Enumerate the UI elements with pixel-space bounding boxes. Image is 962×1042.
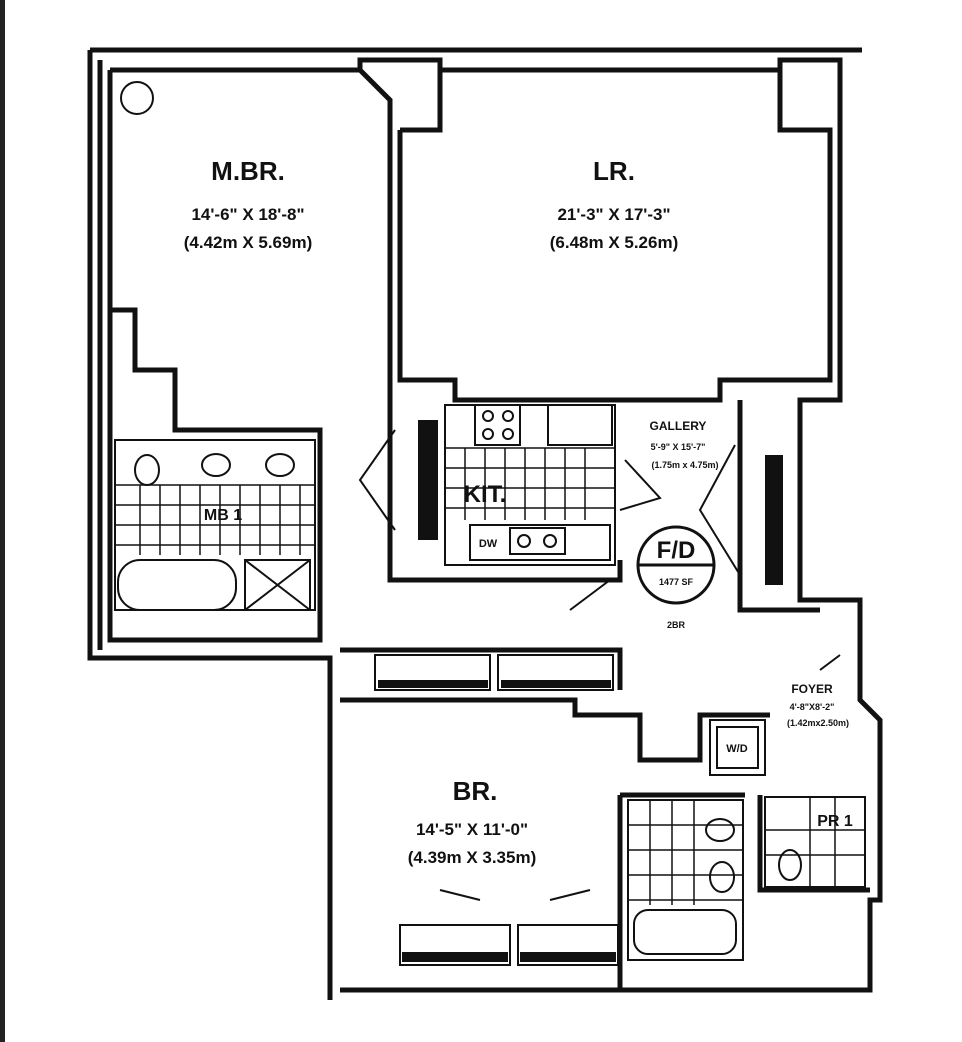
gallery-dim: 5'-9" X 15'-7" bbox=[651, 442, 706, 452]
foyer-dim-metric: (1.42mx2.50m) bbox=[787, 718, 849, 728]
stove-icon bbox=[474, 404, 521, 446]
unit-label: F/D bbox=[657, 537, 696, 564]
shower-icon bbox=[244, 559, 311, 611]
walls bbox=[87, 47, 883, 1000]
bathtub-icon bbox=[633, 909, 737, 955]
foyer-label: FOYER bbox=[791, 682, 833, 696]
living-room-label: LR. bbox=[593, 156, 635, 186]
toilet-icon bbox=[134, 454, 160, 486]
bedroom-dim-metric: (4.39m X 3.35m) bbox=[408, 848, 537, 867]
closet-shelf bbox=[418, 420, 438, 540]
toilet-icon bbox=[705, 818, 735, 842]
second-bath-fixtures bbox=[627, 719, 866, 961]
sink-icon bbox=[709, 861, 735, 893]
washer-dryer-label: W/D bbox=[726, 743, 747, 755]
foyer-dim: 4'-8"X8'-2" bbox=[790, 702, 835, 712]
left-edge-bar bbox=[0, 0, 5, 1042]
gallery-dim-metric: (1.75m x 4.75m) bbox=[651, 460, 718, 470]
unit-badge bbox=[636, 525, 716, 605]
master-bedroom-dim-metric: (4.42m X 5.69m) bbox=[184, 233, 313, 252]
sink-icon bbox=[201, 453, 231, 477]
unit-area: 1477 SF bbox=[659, 577, 694, 587]
fridge-icon bbox=[547, 404, 613, 446]
unit-type: 2BR bbox=[667, 620, 686, 630]
sink-icon bbox=[265, 453, 295, 477]
dishwasher-label: DW bbox=[479, 538, 498, 550]
kitchen-fixtures bbox=[418, 404, 616, 566]
closets bbox=[358, 429, 841, 966]
master-bedroom-label: M.BR. bbox=[211, 156, 285, 186]
living-room-dim: 21'-3" X 17'-3" bbox=[557, 205, 670, 224]
column-circle bbox=[120, 81, 154, 115]
bedroom-dim: 14'-5" X 11'-0" bbox=[416, 820, 528, 839]
sink-icon bbox=[509, 527, 566, 555]
master-bedroom-dim: 14'-6" X 18'-8" bbox=[191, 205, 304, 224]
master-bath-label: MB 1 bbox=[204, 507, 242, 524]
living-room-dim-metric: (6.48m X 5.26m) bbox=[550, 233, 679, 252]
bathtub-icon bbox=[117, 559, 237, 611]
master-bath-fixtures bbox=[114, 439, 316, 611]
toilet-icon bbox=[778, 849, 802, 881]
gallery-label: GALLERY bbox=[650, 419, 707, 433]
bedroom-label: BR. bbox=[453, 776, 498, 806]
powder-room-label: PR 1 bbox=[817, 813, 853, 830]
kitchen-label: KIT. bbox=[464, 481, 507, 508]
